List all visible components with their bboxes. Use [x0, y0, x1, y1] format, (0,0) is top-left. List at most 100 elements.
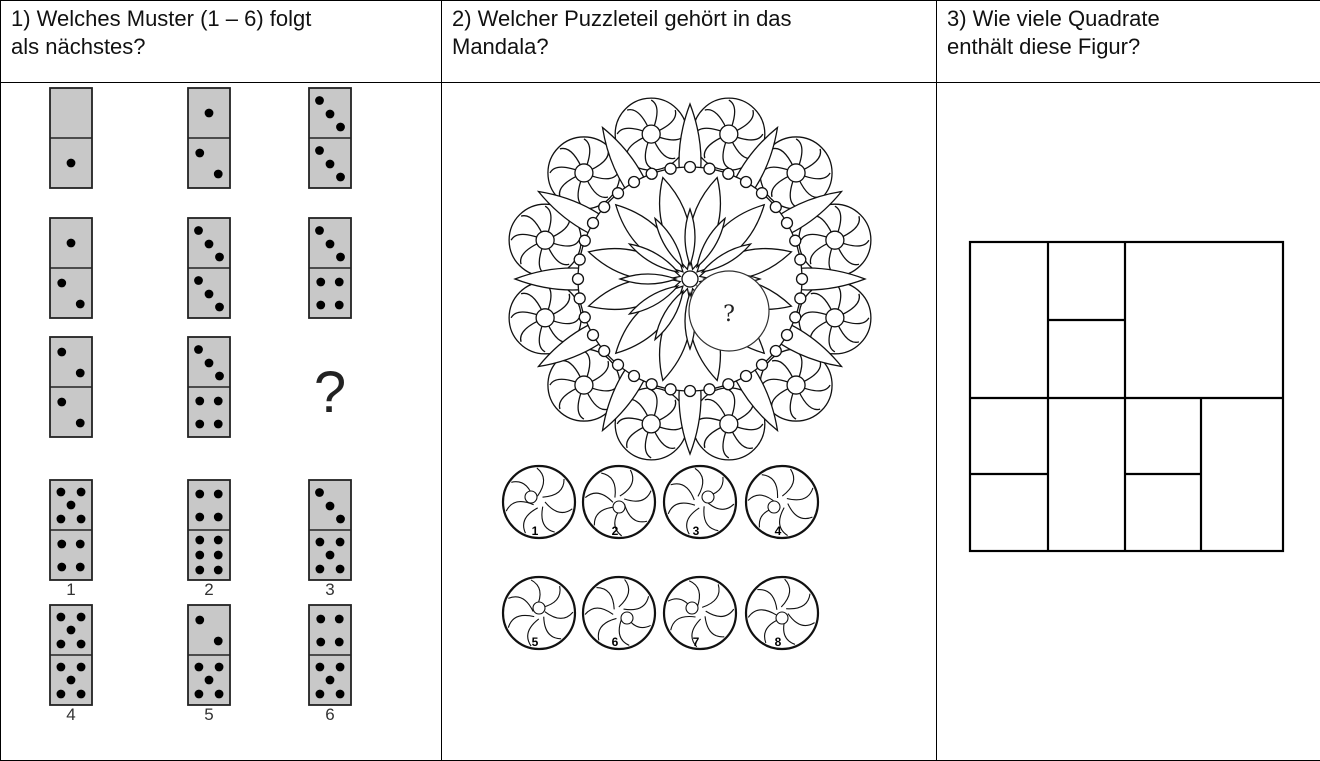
domino-pip: [326, 110, 335, 119]
mandala-bead: [613, 188, 624, 199]
mandala-bead: [770, 345, 781, 356]
domino-r2c2: [188, 218, 230, 318]
domino-pip: [67, 159, 76, 168]
option-label-3: 3: [325, 580, 334, 599]
mandala-bead: [723, 168, 734, 179]
domino-pip: [215, 690, 224, 699]
domino-pip: [316, 663, 325, 672]
mandala-shell-center: [536, 309, 554, 327]
domino-pip: [205, 290, 214, 299]
mandala-bead: [795, 254, 806, 265]
mandala-bead: [704, 163, 715, 174]
domino-r1c1: [50, 88, 92, 188]
puzzle-piece-3: [664, 466, 736, 538]
mandala-shell-center: [642, 125, 660, 143]
puzzle-piece-label-6: 6: [612, 635, 619, 649]
domino-pip: [77, 488, 86, 497]
mandala-shell-center: [787, 164, 805, 182]
domino-pip: [214, 536, 223, 545]
mandala-bead: [704, 384, 715, 395]
mandala-bead: [685, 386, 696, 397]
domino-pip: [76, 540, 85, 549]
domino-pip: [336, 123, 345, 132]
domino-pip: [336, 565, 345, 574]
mandala-bead: [790, 235, 801, 246]
option-label-4: 4: [66, 705, 75, 724]
puzzle-piece-label-7: 7: [693, 635, 700, 649]
puzzle-piece-detail: [768, 501, 780, 513]
puzzle-piece-label-3: 3: [693, 524, 700, 538]
domino-pip: [57, 613, 66, 622]
domino-pip: [67, 501, 76, 510]
puzzle-piece-detail: [776, 612, 788, 624]
puzzle-piece-outline: [664, 466, 736, 538]
domino-pip: [195, 490, 204, 499]
domino-pip: [194, 345, 203, 354]
puzzle-piece-2: [583, 466, 655, 538]
mandala-bead: [599, 202, 610, 213]
puzzle3-cell: [937, 83, 1320, 761]
domino-pip: [77, 613, 86, 622]
domino-pip: [195, 513, 204, 522]
domino-pip: [336, 538, 345, 547]
puzzle-piece-4: [746, 466, 818, 538]
domino-pip: [315, 96, 324, 105]
puzzle2-title: 2) Welcher Puzzleteil gehört in das Mand…: [442, 1, 937, 83]
puzzle-piece-6: [583, 577, 655, 649]
option-label-5: 5: [204, 705, 213, 724]
puzzle-piece-outline: [583, 577, 655, 649]
mandala-bead: [646, 379, 657, 390]
puzzle-piece-outline: [664, 577, 736, 649]
domino-pip: [315, 488, 324, 497]
domino-pip: [67, 626, 76, 635]
mandala-bead: [781, 218, 792, 229]
mandala-shell-center: [575, 376, 593, 394]
domino-r1c2: [188, 88, 230, 188]
domino-pip: [57, 398, 66, 407]
mandala-bead: [599, 345, 610, 356]
domino-r2c1: [50, 218, 92, 318]
domino-pip: [57, 279, 66, 288]
domino-pip: [315, 226, 324, 235]
domino-pip: [77, 640, 86, 649]
domino-pip: [67, 239, 76, 248]
mandala-question-mark: ?: [723, 302, 735, 327]
puzzle2-title-line1: 2) Welcher Puzzleteil gehört in das: [452, 5, 926, 33]
option-domino-2: [188, 480, 230, 580]
mandala-shell-center: [787, 376, 805, 394]
domino-pip: [205, 240, 214, 249]
domino-pip: [336, 253, 345, 262]
domino-pip: [326, 551, 335, 560]
domino-pip: [326, 502, 335, 511]
domino-pip: [214, 551, 223, 560]
domino-pip: [215, 372, 224, 381]
domino-pip: [214, 397, 223, 406]
domino-pip: [215, 663, 224, 672]
puzzle-piece-outline: [503, 466, 575, 538]
puzzle-piece-label-2: 2: [612, 524, 619, 538]
mandala-bead: [770, 202, 781, 213]
domino-pip: [316, 638, 325, 647]
mandala-center: [682, 271, 698, 287]
mandala-shell-center: [720, 125, 738, 143]
domino-pip: [316, 301, 325, 310]
mandala-shell-center: [826, 231, 844, 249]
domino-pip: [76, 369, 85, 378]
domino-pip: [195, 397, 204, 406]
domino-pip: [195, 663, 204, 672]
puzzle-piece-5: [503, 577, 575, 649]
mandala-bead: [781, 330, 792, 341]
option-domino-6: [309, 605, 351, 705]
mandala-bead: [629, 177, 640, 188]
domino-pip: [195, 536, 204, 545]
mandala-bead: [797, 274, 808, 285]
domino-pip: [57, 640, 66, 649]
squares-lines: [970, 242, 1283, 551]
puzzle-piece-label-8: 8: [775, 635, 782, 649]
puzzle3-title: 3) Wie viele Quadrate enthält diese Figu…: [937, 1, 1320, 83]
squares-figure: [937, 83, 1320, 760]
option-domino-3: [309, 480, 351, 580]
mandala-bead: [685, 162, 696, 173]
